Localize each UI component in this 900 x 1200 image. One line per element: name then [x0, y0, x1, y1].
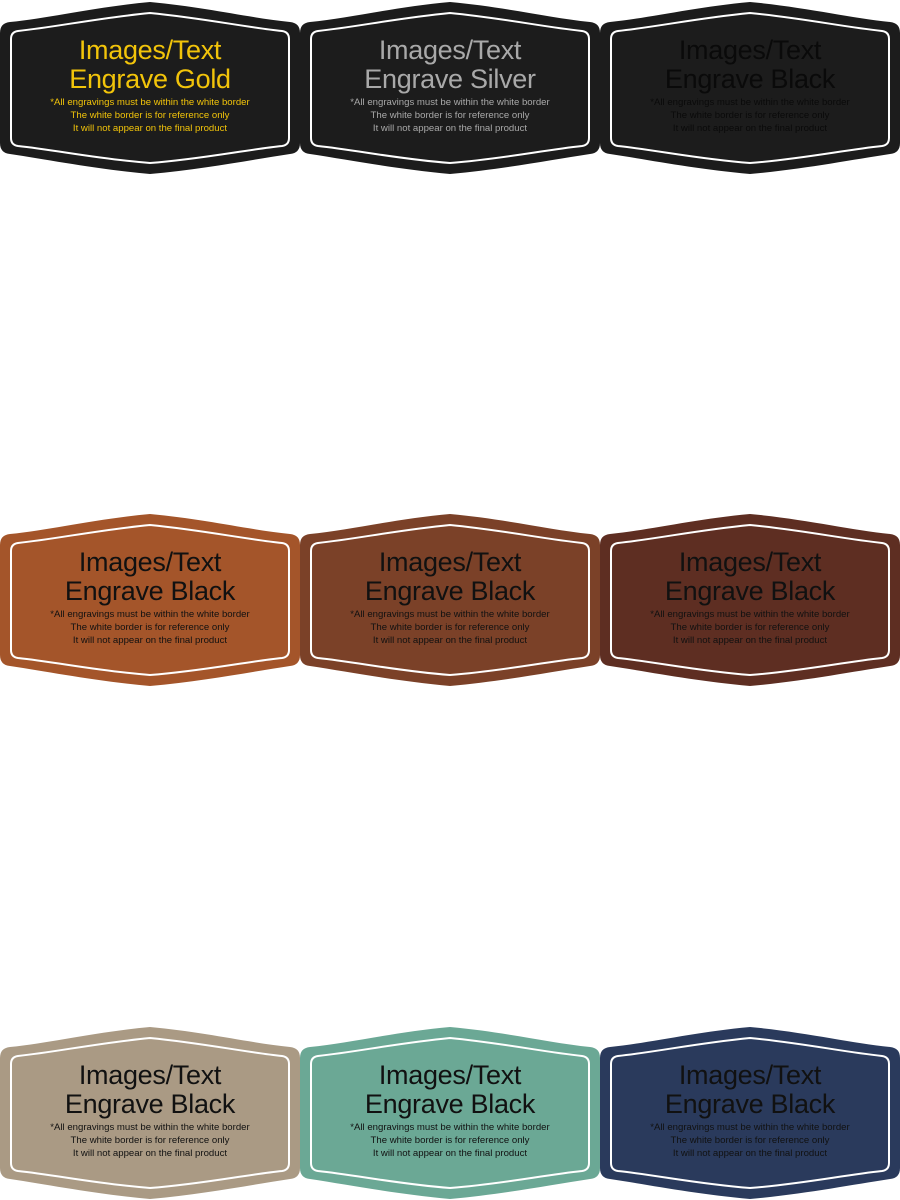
- engraving-text: Images/Text Engrave Black *All engraving…: [0, 1061, 300, 1161]
- engrave-color-text: Engrave Black: [664, 64, 836, 94]
- engrave-color-text: Engrave Black: [364, 576, 536, 606]
- note-line-2: The white border is for reference only: [70, 622, 230, 634]
- note-line-1: *All engravings must be within the white…: [650, 97, 850, 108]
- engraving-text: Images/Text Engrave Gold *All engravings…: [0, 36, 300, 136]
- engrave-color-text: Engrave Black: [664, 1089, 836, 1119]
- engraving-text: Images/Text Engrave Black *All engraving…: [600, 548, 900, 648]
- patch-fill: [0, 1027, 300, 1199]
- note-line-2: The white border is for reference only: [370, 622, 530, 634]
- note-line-2: The white border is for reference only: [370, 110, 530, 122]
- patch-shape: [300, 1027, 600, 1199]
- patch-dark-brown: Images/Text Engrave Black *All engraving…: [600, 512, 900, 687]
- engrave-color-text: Engrave Black: [64, 576, 236, 606]
- reference-border: [310, 523, 590, 677]
- engraving-text: Images/Text Engrave Black *All engraving…: [600, 36, 900, 136]
- reference-border: [10, 1036, 290, 1190]
- reference-border: [610, 11, 890, 165]
- note-line-2: The white border is for reference only: [370, 1135, 530, 1147]
- patch-fill: [600, 514, 900, 686]
- note-line-2: The white border is for reference only: [70, 110, 230, 122]
- patch-shape: [300, 514, 600, 686]
- title-text: Images/Text: [378, 547, 522, 577]
- title-text: Images/Text: [378, 35, 522, 65]
- note-line-1: *All engravings must be within the white…: [350, 609, 550, 620]
- note-line-2: The white border is for reference only: [670, 622, 830, 634]
- engraving-text: Images/Text Engrave Black *All engraving…: [600, 1061, 900, 1161]
- patch-tan: Images/Text Engrave Black *All engraving…: [0, 1025, 300, 1200]
- reference-border: [310, 1036, 590, 1190]
- patch-shape: [0, 514, 300, 686]
- note-line-1: *All engravings must be within the white…: [650, 1122, 850, 1133]
- title-text: Images/Text: [78, 1060, 222, 1090]
- reference-border: [610, 523, 890, 677]
- patch-fill: [300, 2, 600, 174]
- patch-shape: [0, 2, 300, 174]
- note-line-3: It will not appear on the final product: [372, 1148, 528, 1160]
- patch-fill: [300, 514, 600, 686]
- patch-shape: [600, 2, 900, 174]
- patch-navy: Images/Text Engrave Black *All engraving…: [600, 1025, 900, 1200]
- patch-fill: [600, 2, 900, 174]
- engrave-color-text: Engrave Black: [364, 1089, 536, 1119]
- patch-shape: [0, 1027, 300, 1199]
- note-line-3: It will not appear on the final product: [72, 635, 228, 647]
- note-line-3: It will not appear on the final product: [672, 635, 828, 647]
- engraving-text: Images/Text Engrave Black *All engraving…: [300, 1061, 600, 1161]
- note-line-1: *All engravings must be within the white…: [50, 1122, 250, 1133]
- engrave-color-text: Engrave Gold: [69, 64, 231, 94]
- patch-fill: [300, 1027, 600, 1199]
- engrave-color-text: Engrave Silver: [364, 64, 536, 94]
- note-line-2: The white border is for reference only: [70, 1135, 230, 1147]
- note-line-3: It will not appear on the final product: [372, 635, 528, 647]
- reference-border: [10, 11, 290, 165]
- patch-fill: [600, 1027, 900, 1199]
- note-line-1: *All engravings must be within the white…: [50, 97, 250, 108]
- note-line-3: It will not appear on the final product: [372, 123, 528, 135]
- title-text: Images/Text: [678, 35, 822, 65]
- patch-light-brown: Images/Text Engrave Black *All engraving…: [0, 512, 300, 687]
- note-line-3: It will not appear on the final product: [672, 1148, 828, 1160]
- patch-shape: [600, 1027, 900, 1199]
- note-line-3: It will not appear on the final product: [72, 1148, 228, 1160]
- note-line-2: The white border is for reference only: [670, 110, 830, 122]
- engrave-color-text: Engrave Black: [664, 576, 836, 606]
- reference-border: [10, 523, 290, 677]
- note-line-1: *All engravings must be within the white…: [350, 1122, 550, 1133]
- patch-fill: [0, 514, 300, 686]
- title-text: Images/Text: [78, 547, 222, 577]
- patch-shape: [600, 514, 900, 686]
- note-line-3: It will not appear on the final product: [672, 123, 828, 135]
- note-line-3: It will not appear on the final product: [72, 123, 228, 135]
- reference-border: [610, 1036, 890, 1190]
- reference-border: [310, 11, 590, 165]
- engraving-text: Images/Text Engrave Silver *All engravin…: [300, 36, 600, 136]
- patch-fill: [0, 2, 300, 174]
- patch-medium-brown: Images/Text Engrave Black *All engraving…: [300, 512, 600, 687]
- engraving-text: Images/Text Engrave Black *All engraving…: [300, 548, 600, 648]
- note-line-1: *All engravings must be within the white…: [350, 97, 550, 108]
- title-text: Images/Text: [378, 1060, 522, 1090]
- note-line-2: The white border is for reference only: [670, 1135, 830, 1147]
- patch-black-gold: Images/Text Engrave Gold *All engravings…: [0, 0, 300, 175]
- note-line-1: *All engravings must be within the white…: [650, 609, 850, 620]
- patch-black-black: Images/Text Engrave Black *All engraving…: [600, 0, 900, 175]
- note-line-1: *All engravings must be within the white…: [50, 609, 250, 620]
- patch-black-silver: Images/Text Engrave Silver *All engravin…: [300, 0, 600, 175]
- title-text: Images/Text: [678, 1060, 822, 1090]
- engraving-text: Images/Text Engrave Black *All engraving…: [0, 548, 300, 648]
- patch-shape: [300, 2, 600, 174]
- title-text: Images/Text: [78, 35, 222, 65]
- title-text: Images/Text: [678, 547, 822, 577]
- engrave-color-text: Engrave Black: [64, 1089, 236, 1119]
- patch-teal: Images/Text Engrave Black *All engraving…: [300, 1025, 600, 1200]
